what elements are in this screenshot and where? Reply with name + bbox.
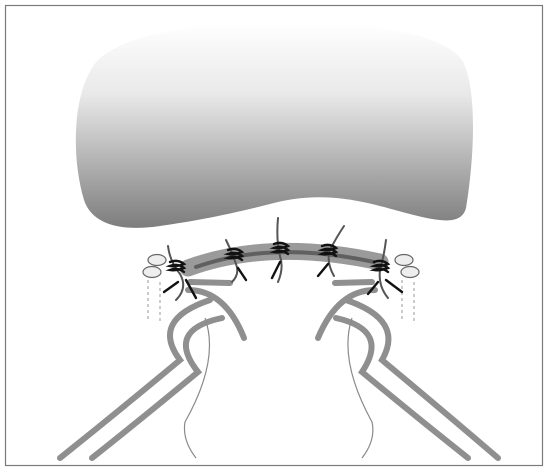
left-stub: [190, 282, 230, 283]
right-stub: [335, 282, 372, 283]
upper-tissue-mass: [76, 22, 473, 228]
